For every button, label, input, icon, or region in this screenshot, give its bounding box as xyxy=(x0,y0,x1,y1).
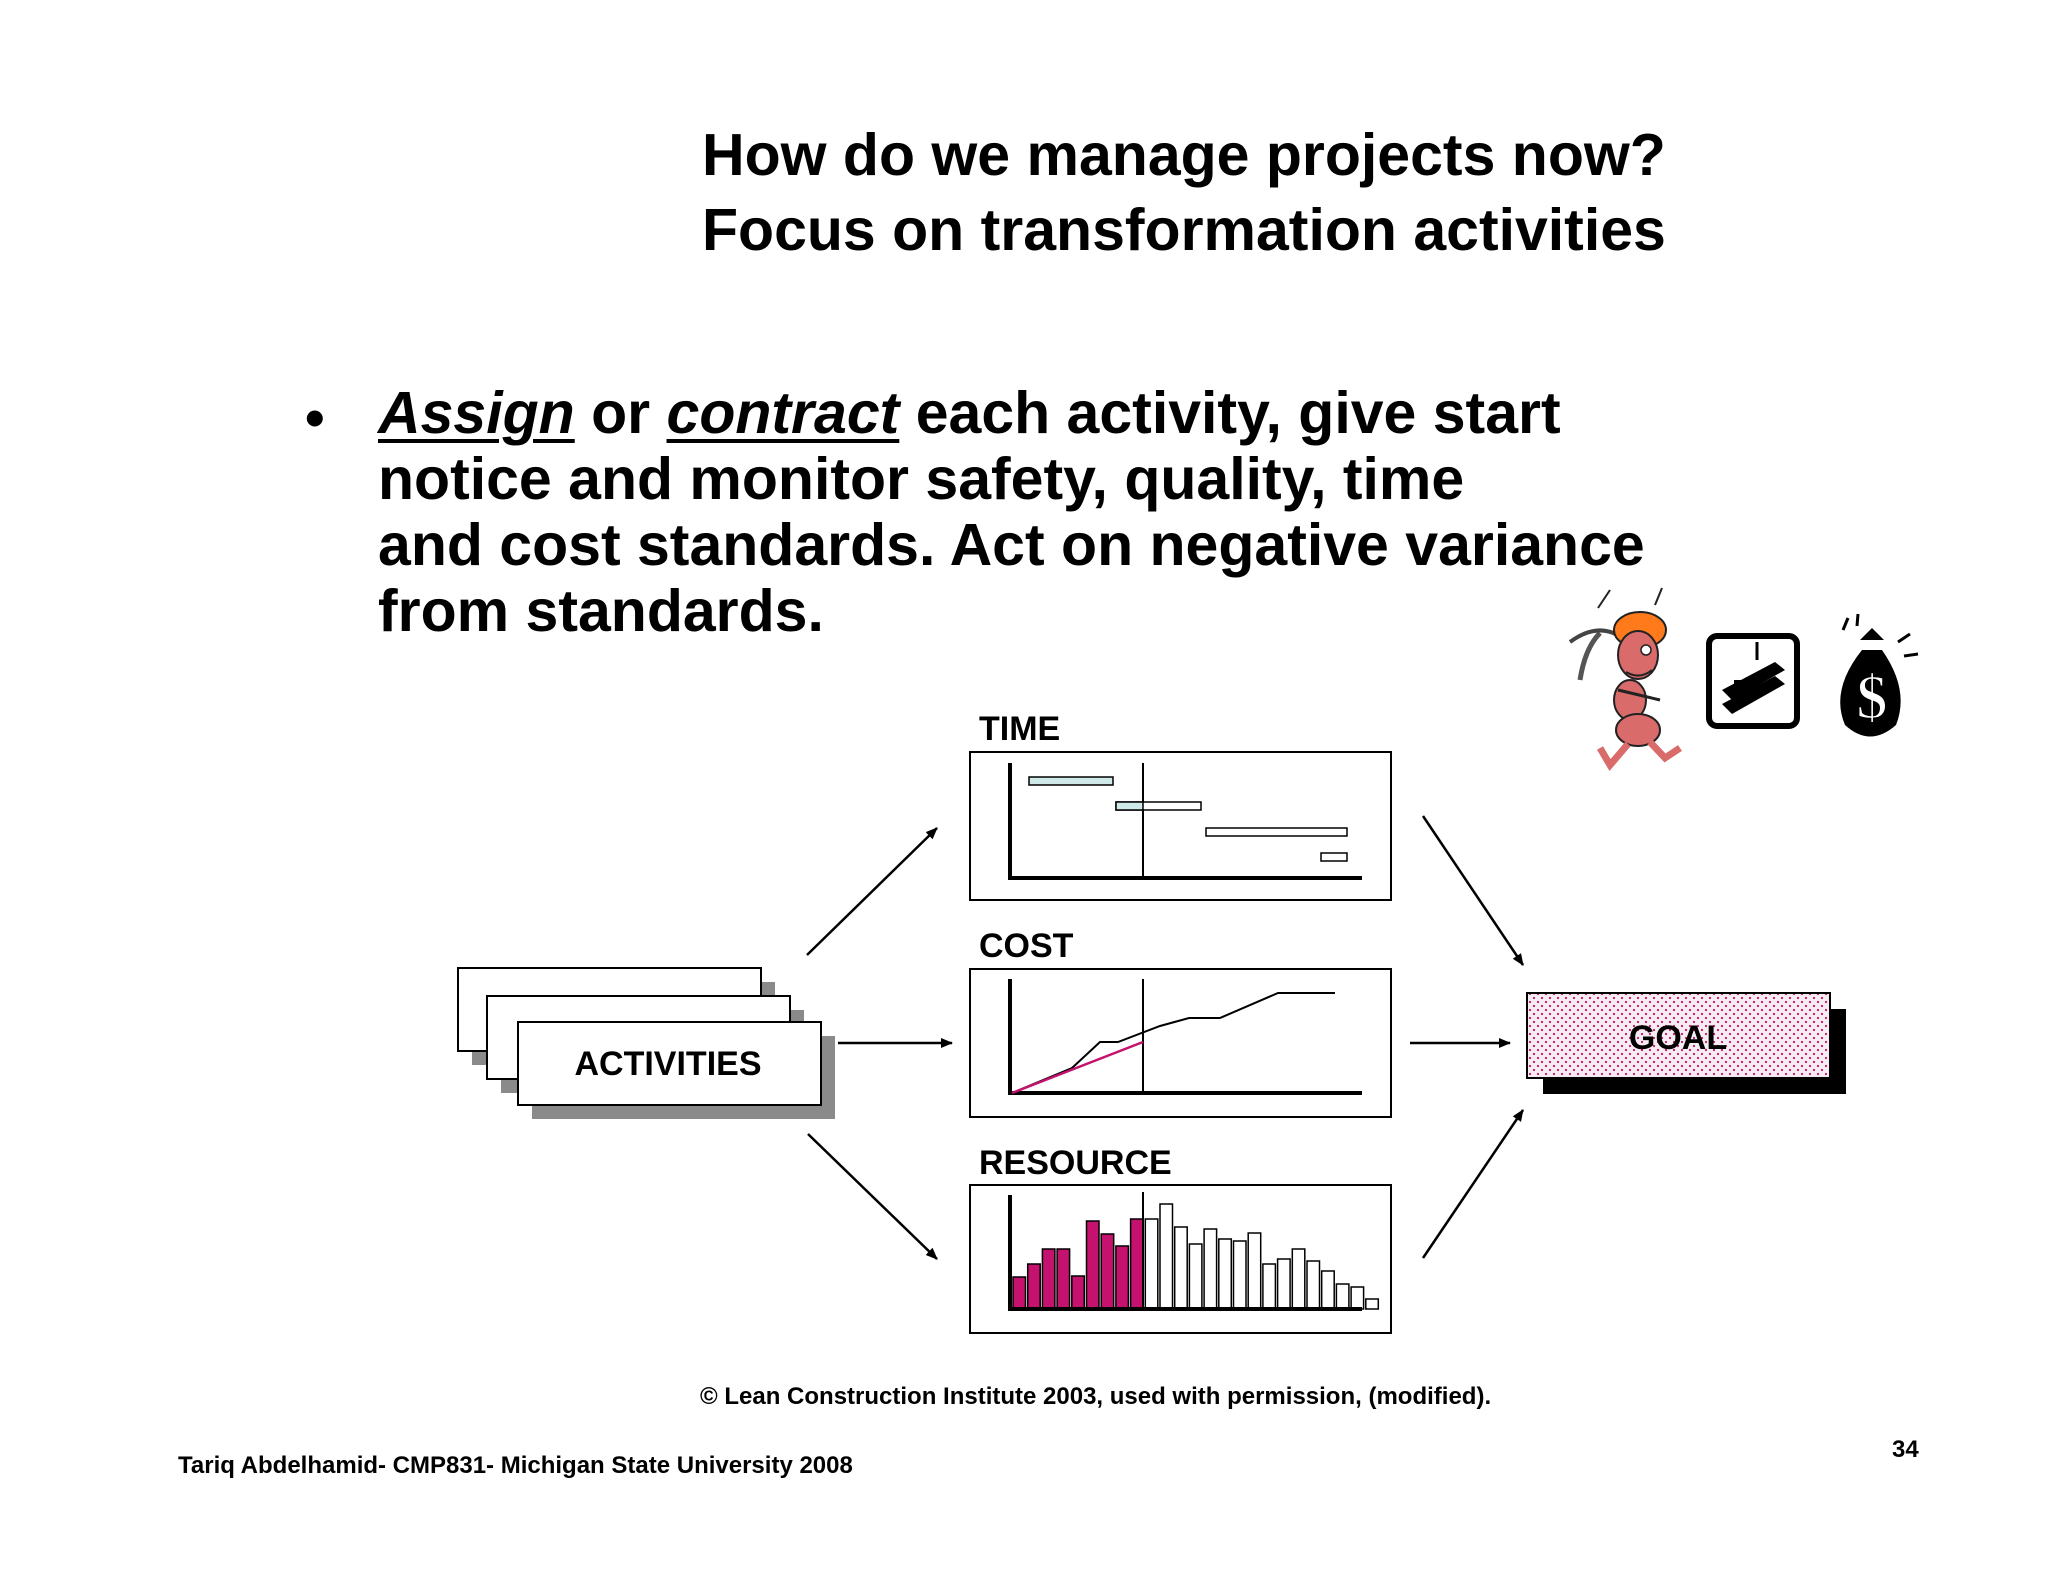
resource-bar xyxy=(1026,1263,1041,1310)
resource-bar xyxy=(1350,1286,1365,1310)
activities-stack: ACTIVITIES xyxy=(457,967,835,1119)
ant-worker-icon xyxy=(1568,587,1682,771)
resource-bar xyxy=(1247,1232,1262,1310)
gantt-bar-2-progress xyxy=(1115,801,1144,811)
title-line-1: How do we manage projects now? xyxy=(702,122,1666,188)
title-line-2: Focus on transformation activities xyxy=(702,197,1666,263)
copyright-credit: © Lean Construction Institute 2003, used… xyxy=(700,1383,1492,1410)
resource-bar xyxy=(1262,1263,1277,1310)
bullet-marker: • xyxy=(305,386,325,449)
resource-bar xyxy=(1173,1226,1188,1310)
gantt-bar-1 xyxy=(1028,776,1114,786)
steel-beam-icon xyxy=(1706,633,1800,729)
resource-panel: RESOURCE xyxy=(969,1144,1392,1334)
resource-bar xyxy=(1115,1245,1130,1310)
activities-label: ACTIVITIES xyxy=(574,1045,761,1083)
bullet-line-1-rest: each activity, give start xyxy=(899,380,1561,446)
goal-label: GOAL xyxy=(1629,1019,1727,1057)
resource-bar xyxy=(1012,1276,1027,1310)
arrow-to-resource xyxy=(807,1133,938,1260)
resource-bar xyxy=(1071,1275,1086,1310)
emphasis-contract: contract xyxy=(666,380,900,446)
resource-bar xyxy=(1085,1220,1100,1310)
goal-box: GOAL xyxy=(1526,992,1846,1094)
time-label: TIME xyxy=(979,710,1060,748)
page-number: 34 xyxy=(1892,1436,1919,1463)
resource-bar xyxy=(1129,1218,1144,1310)
resource-bar xyxy=(1365,1298,1380,1310)
bullet-or: or xyxy=(574,380,667,446)
resource-bar xyxy=(1041,1248,1056,1310)
arrow-resource-to-goal xyxy=(1421,1109,1525,1259)
bullet-line-2: notice and monitor safety, quality, time xyxy=(378,446,1465,512)
gantt-bar-4 xyxy=(1320,852,1348,862)
resource-bar xyxy=(1276,1258,1291,1310)
resource-bar xyxy=(1056,1248,1071,1310)
arrow-time-to-goal xyxy=(1421,815,1525,966)
resource-bar xyxy=(1335,1283,1350,1310)
emphasis-assign: Assign xyxy=(378,380,575,446)
cost-planned-curve xyxy=(1011,992,1335,1094)
resource-bar xyxy=(1100,1233,1115,1310)
resource-bar xyxy=(1203,1228,1218,1310)
slide-title: How do we manage projects now? Focus on … xyxy=(702,118,1666,268)
gantt-bar-3 xyxy=(1205,827,1348,837)
bullet-line-1: Assign or contract each activity, give s… xyxy=(378,380,1645,446)
resource-bar xyxy=(1232,1240,1247,1310)
resource-bar xyxy=(1291,1248,1306,1310)
resource-bar xyxy=(1159,1203,1174,1310)
bullet-text: Assign or contract each activity, give s… xyxy=(378,380,1645,644)
bullet-line-3: and cost standards. Act on negative vari… xyxy=(378,512,1645,578)
money-bag-icon: $ xyxy=(1840,613,1919,737)
arrow-to-time xyxy=(806,827,938,956)
resource-bar xyxy=(1320,1270,1335,1310)
bullet-line-4: from standards. xyxy=(378,578,824,644)
resource-bar xyxy=(1144,1218,1159,1310)
resource-label: RESOURCE xyxy=(979,1144,1172,1182)
cost-actual-curve xyxy=(1011,1040,1144,1095)
cost-label: COST xyxy=(979,927,1074,965)
time-panel: TIME xyxy=(969,710,1392,901)
svg-text:$: $ xyxy=(1857,664,1888,732)
resource-bar xyxy=(1306,1260,1321,1310)
resource-bar xyxy=(1218,1238,1233,1310)
resource-bar xyxy=(1188,1243,1203,1310)
cost-panel: COST xyxy=(969,927,1392,1118)
footer-author: Tariq Abdelhamid- CMP831- Michigan State… xyxy=(178,1452,853,1479)
